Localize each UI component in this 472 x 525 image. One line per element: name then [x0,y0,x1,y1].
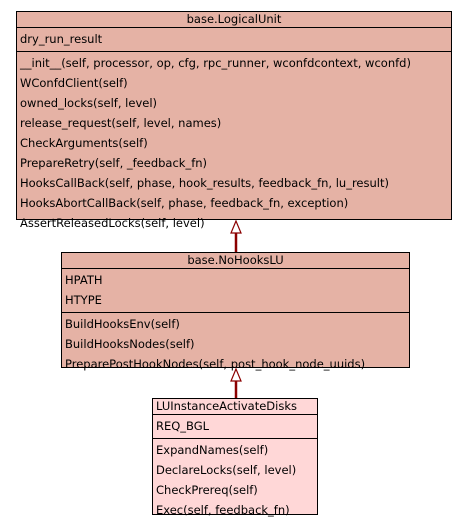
inheritance-arrowhead [230,367,242,382]
class-logicalunit: base.LogicalUnit dry_run_result __init__… [16,11,452,230]
method: PrepareRetry(self, _feedback_fn) [20,156,208,170]
inheritance-luinstanceactivatedisks-to-nohookslu [230,367,242,398]
method: WConfdClient(self) [20,76,128,90]
method: HooksCallBack(self, phase, hook_results,… [20,176,389,190]
class-nohookslu-methods: BuildHooksEnv(self) BuildHooksNodes(self… [62,313,409,376]
method: AssertReleasedLocks(self, level) [20,216,205,230]
class-luinstanceactivatedisks-name: LUInstanceActivateDisks [153,399,317,415]
method: CheckPrereq(self) [156,483,258,497]
class-logicalunit-attributes: dry_run_result [17,28,451,52]
class-nohookslu: base.NoHooksLU HPATH HTYPE BuildHooksEnv… [61,252,410,371]
class-nohookslu-attributes: HPATH HTYPE [62,269,409,313]
class-nohookslu-name: base.NoHooksLU [62,253,409,269]
attribute: HTYPE [65,293,102,307]
attribute: HPATH [65,273,103,287]
attribute: dry_run_result [20,32,103,46]
method: PreparePostHookNodes(self, post_hook_nod… [65,357,366,371]
inheritance-nohookslu-to-logicalunit [230,219,242,252]
method: CheckArguments(self) [20,136,148,150]
class-luinstanceactivatedisks-methods: ExpandNames(self) DeclareLocks(self, lev… [153,439,317,522]
class-logicalunit-name: base.LogicalUnit [17,12,451,28]
class-luinstanceactivatedisks-attributes: REQ_BGL [153,415,317,439]
class-logicalunit-methods: __init__(self, processor, op, cfg, rpc_r… [17,52,451,235]
method: ExpandNames(self) [156,443,269,457]
inheritance-arrowhead [230,219,242,234]
method: __init__(self, processor, op, cfg, rpc_r… [20,56,411,70]
method: owned_locks(self, level) [20,96,158,110]
method: release_request(self, level, names) [20,116,222,130]
method: DeclareLocks(self, level) [156,463,297,477]
attribute: REQ_BGL [156,419,210,433]
method: Exec(self, feedback_fn) [156,503,290,517]
method: HooksAbortCallBack(self, phase, feedback… [20,196,349,210]
method: BuildHooksNodes(self) [65,337,195,351]
method: BuildHooksEnv(self) [65,317,180,331]
class-luinstanceactivatedisks: LUInstanceActivateDisks REQ_BGL ExpandNa… [152,398,318,517]
